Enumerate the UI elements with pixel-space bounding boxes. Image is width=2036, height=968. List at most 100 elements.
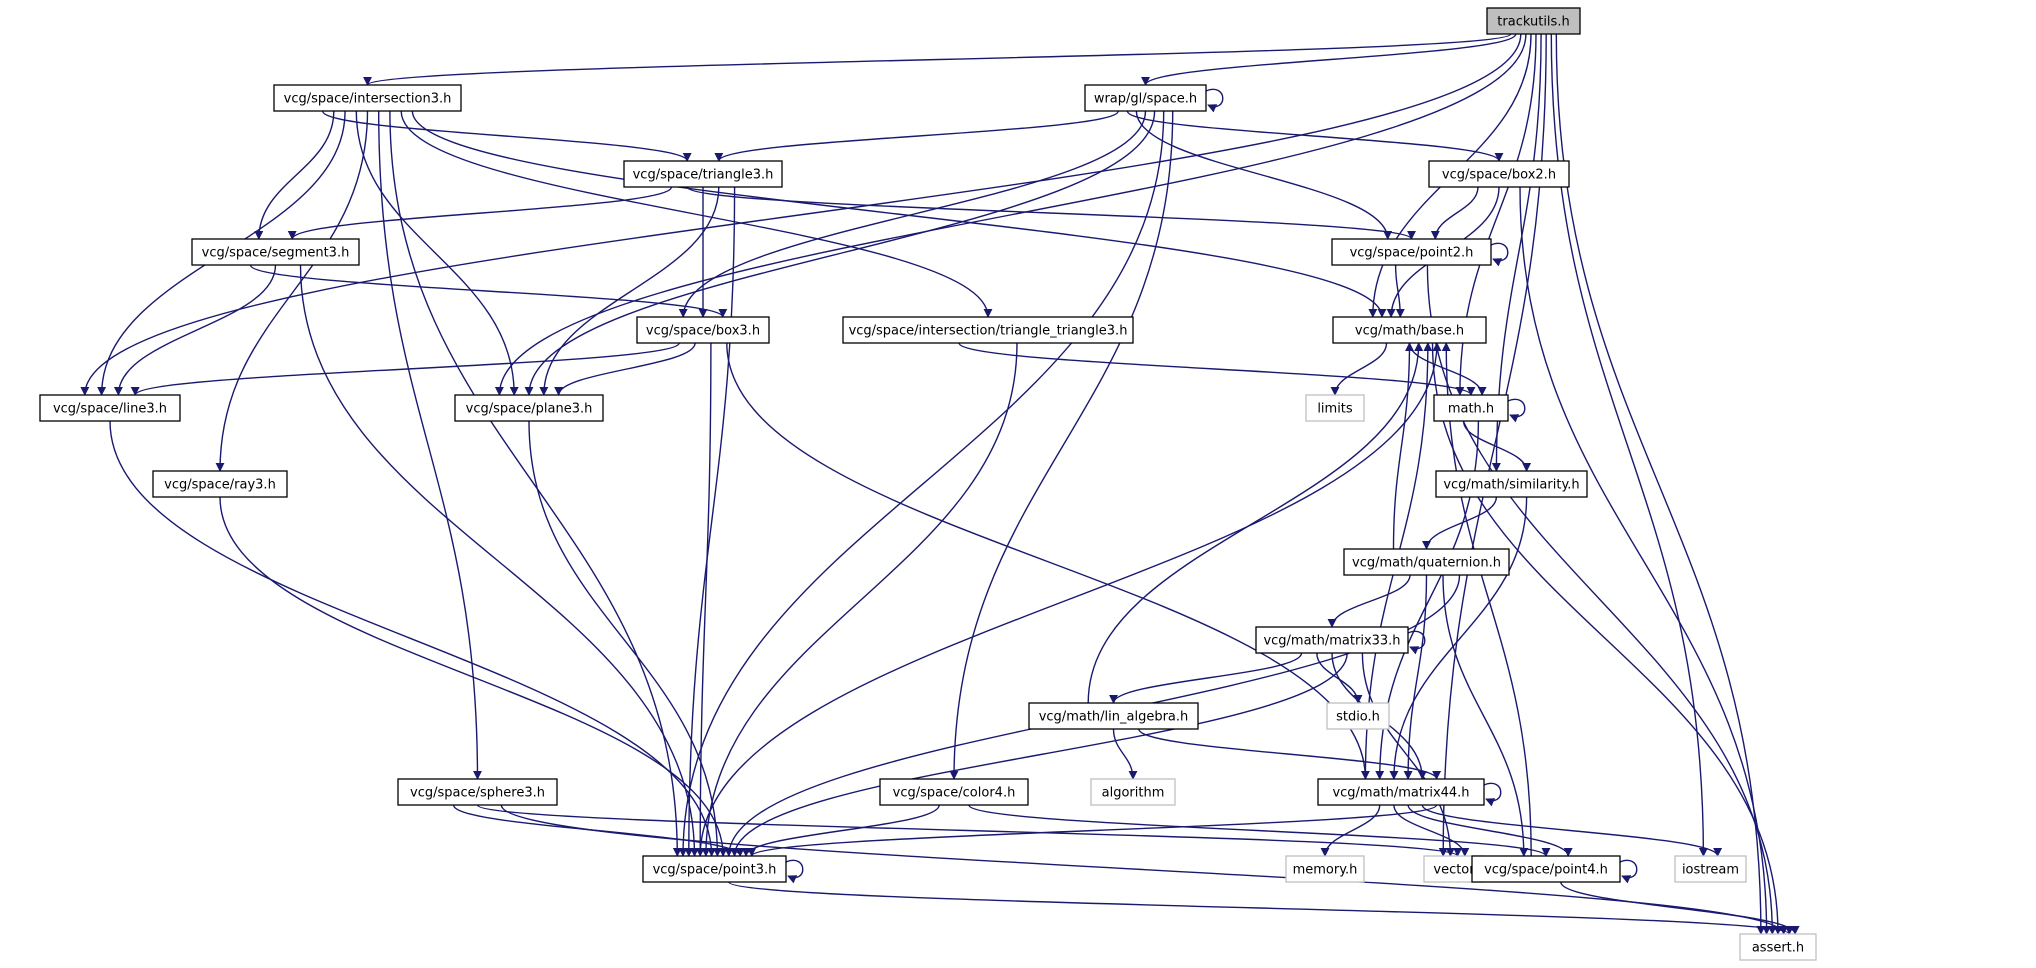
- edge-intersection3-to-ray3: [215, 110, 369, 472]
- node-box: [1305, 394, 1365, 422]
- node-tri-tri3[interactable]: vcg/space/intersection/triangle_triangle…: [842, 316, 1134, 344]
- edge-point4-to-base: [1441, 342, 1532, 857]
- node-label: vcg/space/ray3.h: [164, 478, 276, 493]
- node-box: [842, 316, 1134, 344]
- edge-segment3-to-box3: [249, 264, 728, 318]
- edge-intersection3-to-plane3: [355, 110, 519, 396]
- node-box: [397, 778, 558, 806]
- node-similarity[interactable]: vcg/math/similarity.h: [1435, 470, 1588, 498]
- node-label: vcg/space/segment3.h: [202, 246, 350, 261]
- edge-box2-to-point2: [1430, 186, 1479, 240]
- edge-similarity-to-matrix44: [1389, 496, 1528, 780]
- node-sphere3[interactable]: vcg/space/sphere3.h: [397, 778, 558, 806]
- edge-sphere3-to-assert: [500, 804, 1789, 935]
- edge-matrix44-to-memory: [1320, 804, 1381, 857]
- node-matrix44[interactable]: vcg/math/matrix44.h: [1317, 778, 1485, 806]
- node-quaternion[interactable]: vcg/math/quaternion.h: [1343, 548, 1510, 576]
- node-iostream: iostream: [1674, 855, 1747, 883]
- node-label: iostream: [1682, 863, 1739, 878]
- edge-matrix33-to-point3: [730, 652, 1348, 857]
- edge-matrix44-to-iostream: [1421, 804, 1722, 857]
- edge-base-to-assert: [1431, 342, 1783, 935]
- node-label: memory.h: [1293, 863, 1358, 878]
- edge-wrapspace-to-box3: [678, 110, 1147, 318]
- node-box: [642, 855, 787, 883]
- node-box: [1674, 855, 1747, 883]
- node-label: vcg/math/similarity.h: [1443, 478, 1579, 493]
- node-lin-algebra[interactable]: vcg/math/lin_algebra.h: [1028, 702, 1199, 730]
- node-line3[interactable]: vcg/space/line3.h: [39, 394, 181, 422]
- node-box: [1435, 470, 1588, 498]
- edge-point4-to-assert: [1560, 881, 1800, 935]
- node-point3[interactable]: vcg/space/point3.h: [642, 855, 787, 883]
- node-label: vector: [1433, 863, 1475, 878]
- node-plane3[interactable]: vcg/space/plane3.h: [454, 394, 604, 422]
- node-box: [454, 394, 604, 422]
- edge-matrix33-to-matrix33: [1407, 630, 1426, 655]
- edge-wrapspace-to-plane3: [524, 110, 1156, 396]
- node-box: [1285, 855, 1365, 883]
- node-box2[interactable]: vcg/space/box2.h: [1428, 160, 1570, 188]
- edge-intersection3-to-sphere3: [378, 110, 482, 780]
- edge-intersection3-to-base: [411, 110, 1387, 318]
- node-box: [1428, 160, 1570, 188]
- node-label: vcg/math/base.h: [1355, 324, 1464, 339]
- node-box: [1433, 394, 1509, 422]
- edge-trackutils-to-iostream: [1550, 33, 1708, 857]
- node-label: assert.h: [1752, 941, 1804, 956]
- edge-point3-to-point3: [785, 859, 804, 884]
- node-label: vcg/space/triangle3.h: [633, 168, 774, 183]
- node-label: stdio.h: [1336, 710, 1380, 725]
- node-box: [1028, 702, 1199, 730]
- edge-triangle3-to-plane3: [539, 186, 720, 396]
- edge-ray3-to-point3: [219, 496, 728, 857]
- node-algorithm: algorithm: [1090, 778, 1176, 806]
- edge-point3-to-assert: [728, 881, 1794, 935]
- node-label: vcg/space/point3.h: [653, 863, 777, 878]
- edge-wrapspace-to-color4: [949, 110, 1174, 780]
- node-matrix33[interactable]: vcg/math/matrix33.h: [1255, 626, 1409, 654]
- node-box: [1255, 626, 1409, 654]
- node-stdio: stdio.h: [1326, 702, 1390, 730]
- node-trackutils[interactable]: trackutils.h: [1486, 7, 1581, 35]
- node-point2[interactable]: vcg/space/point2.h: [1331, 238, 1492, 266]
- node-limits: limits: [1305, 394, 1365, 422]
- edge-matrix33-to-vector: [1361, 652, 1455, 857]
- node-triangle3[interactable]: vcg/space/triangle3.h: [623, 160, 783, 188]
- edge-color4-to-point3: [741, 804, 940, 857]
- node-box: [1326, 702, 1390, 730]
- node-label: vcg/space/point4.h: [1484, 863, 1608, 878]
- edge-quaternion-to-base: [1392, 342, 1414, 550]
- edge-plane3-to-point3: [528, 420, 722, 857]
- node-label: vcg/math/matrix44.h: [1332, 786, 1469, 801]
- node-mathh[interactable]: math.h: [1433, 394, 1509, 422]
- edge-lin_algebra-to-algorithm: [1112, 728, 1138, 780]
- edge-segment3-to-line3: [113, 264, 277, 396]
- node-wrapspace[interactable]: wrap/gl/space.h: [1084, 84, 1207, 112]
- node-color4[interactable]: vcg/space/color4.h: [879, 778, 1029, 806]
- edge-box2-to-assert: [1519, 186, 1772, 935]
- edge-intersection3-to-segment3: [254, 110, 335, 240]
- edge-sphere3-to-vector: [476, 804, 1462, 857]
- edge-box3-to-line3: [130, 342, 680, 396]
- edge-triangle3-to-point2: [686, 186, 1416, 240]
- edge-quaternion-to-matrix44: [1403, 574, 1428, 780]
- node-base[interactable]: vcg/math/base.h: [1332, 316, 1487, 344]
- edge-wrapspace-to-triangle3: [714, 110, 1119, 162]
- node-box: [1332, 316, 1487, 344]
- node-box: [879, 778, 1029, 806]
- edge-intersection3-to-tri_tri3: [400, 110, 993, 318]
- edge-similarity-to-quaternion: [1422, 496, 1498, 550]
- node-segment3[interactable]: vcg/space/segment3.h: [191, 238, 360, 266]
- node-box: [39, 394, 181, 422]
- node-intersection3[interactable]: vcg/space/intersection3.h: [273, 84, 462, 112]
- edge-box3-to-matrix44: [726, 342, 1370, 780]
- node-label: vcg/space/line3.h: [53, 402, 167, 417]
- node-label: wrap/gl/space.h: [1094, 92, 1197, 107]
- edge-box3-to-plane3: [554, 342, 696, 396]
- node-box3[interactable]: vcg/space/box3.h: [636, 316, 770, 344]
- node-box: [273, 84, 462, 112]
- node-box: [1471, 855, 1621, 883]
- node-point4[interactable]: vcg/space/point4.h: [1471, 855, 1621, 883]
- node-ray3[interactable]: vcg/space/ray3.h: [152, 470, 288, 498]
